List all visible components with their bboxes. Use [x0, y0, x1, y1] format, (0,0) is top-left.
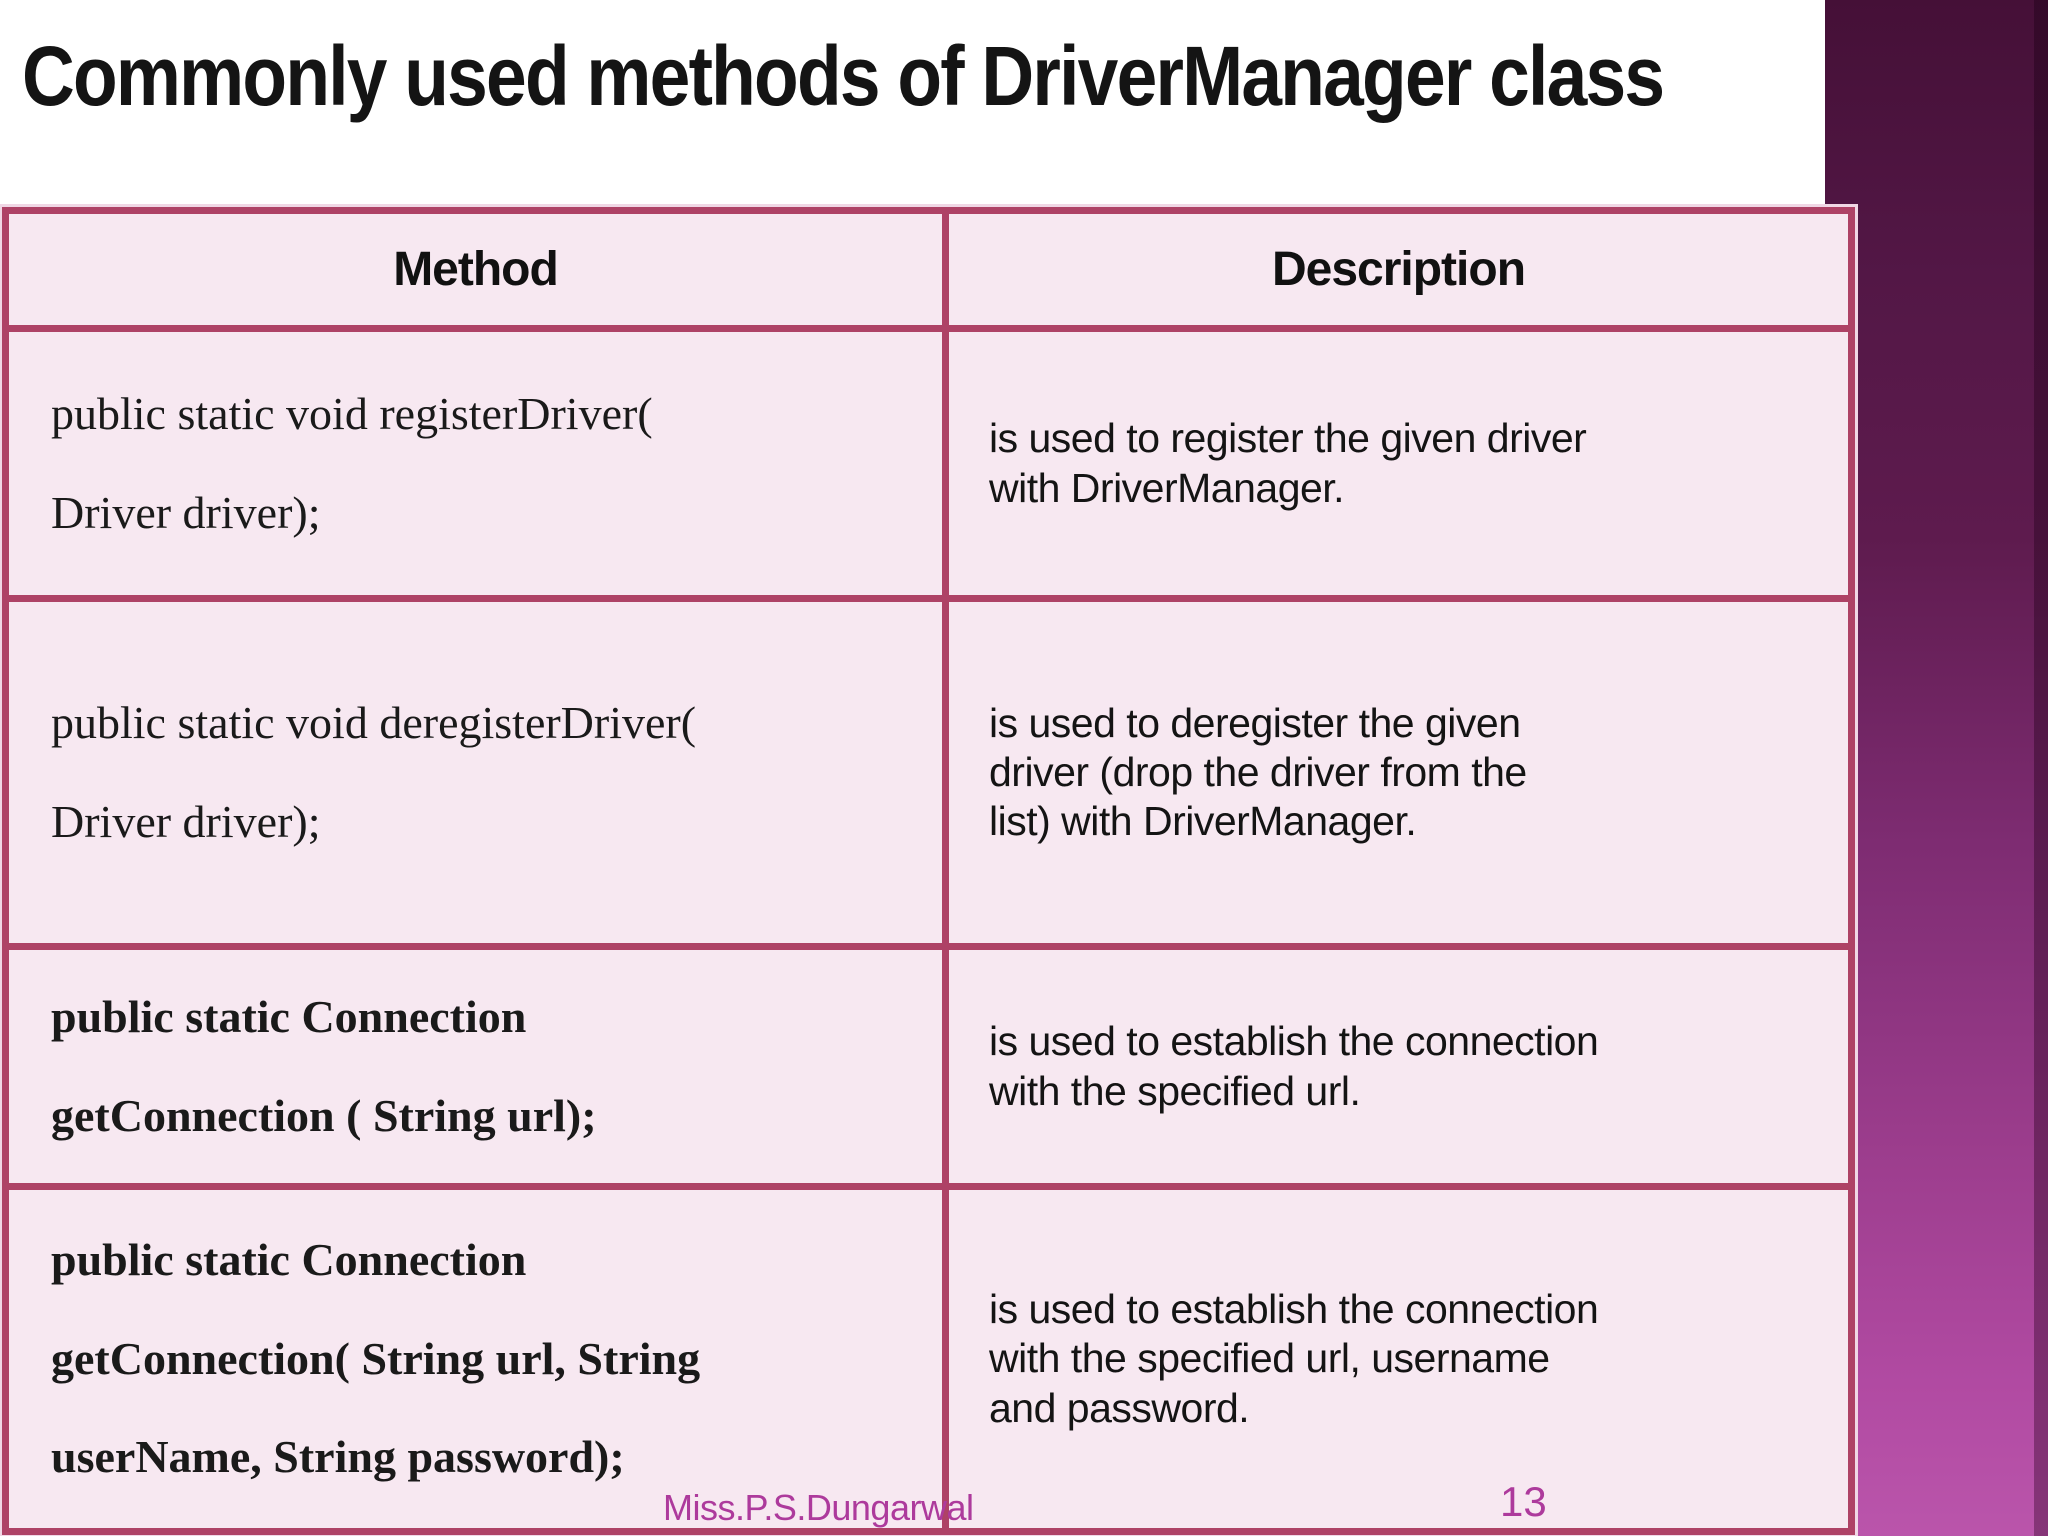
description-cell-deregisterdriver: is used to deregister the given driver (…	[942, 595, 1855, 950]
table-row: public static void deregisterDriver( Dri…	[2, 595, 1855, 950]
method-cell-registerdriver: public static void registerDriver( Drive…	[2, 325, 949, 602]
description-cell-registerdriver: is used to register the given driver wit…	[942, 325, 1855, 602]
footer-author: Miss.P.S.Dungarwal	[663, 1487, 974, 1528]
page-number: 13	[1500, 1478, 1547, 1525]
table-header-row: Method Description	[2, 207, 1855, 332]
method-column-header: Method	[2, 207, 949, 332]
methods-table: Method Description public static void re…	[0, 204, 1858, 1536]
method-cell-getconnection-user-password: public static Connection getConnection( …	[2, 1183, 949, 1535]
description-cell-getconnection-url: is used to establish the connection with…	[942, 943, 1855, 1190]
description-column-header: Description	[942, 207, 1855, 332]
right-accent-band	[1825, 0, 2048, 1536]
table-row: public static void registerDriver( Drive…	[2, 325, 1855, 602]
description-cell-getconnection-user-password: is used to establish the connection with…	[942, 1183, 1855, 1535]
page-title: Commonly used methods of DriverManager c…	[22, 29, 1665, 123]
method-cell-deregisterdriver: public static void deregisterDriver( Dri…	[2, 595, 949, 950]
table-row: public static Connection getConnection( …	[2, 1183, 1855, 1535]
table-row: public static Connection getConnection (…	[2, 943, 1855, 1190]
method-cell-getconnection-url: public static Connection getConnection (…	[2, 943, 949, 1190]
